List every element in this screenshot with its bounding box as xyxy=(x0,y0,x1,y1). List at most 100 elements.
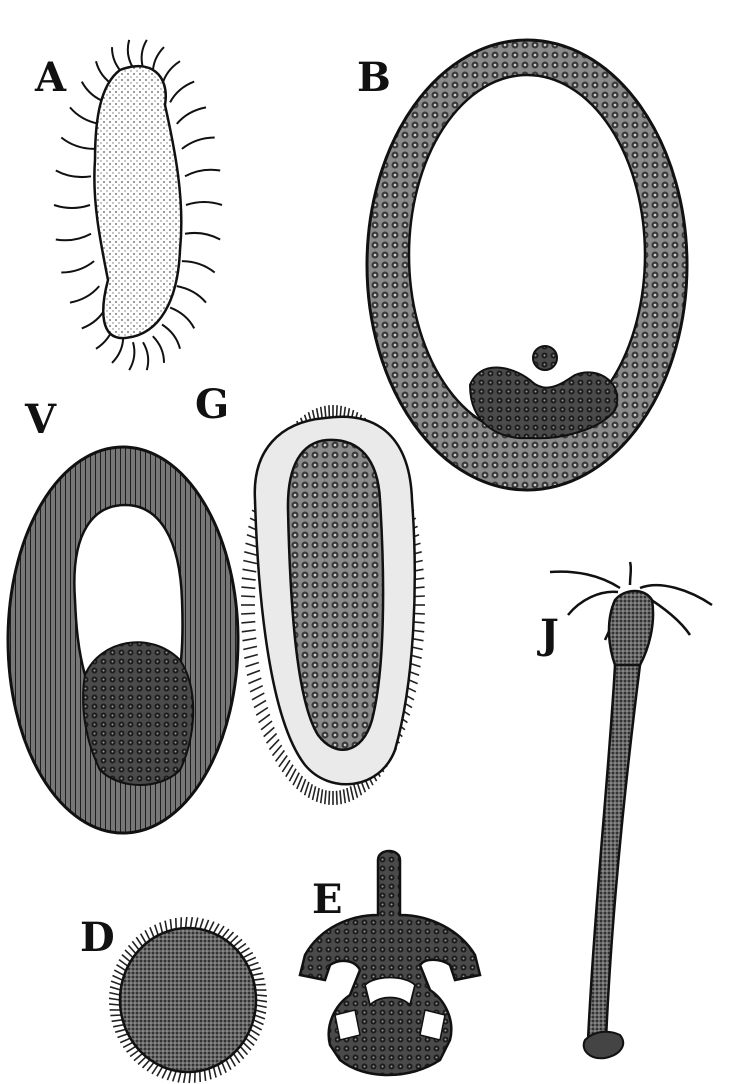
cilium xyxy=(186,202,222,205)
cilium xyxy=(182,138,215,149)
cilium xyxy=(119,960,128,967)
cilium xyxy=(61,261,94,272)
cilium xyxy=(344,789,346,803)
cilium xyxy=(347,788,350,802)
cilium xyxy=(255,1010,266,1013)
cilium xyxy=(155,925,158,936)
cilium xyxy=(170,82,194,103)
cilium xyxy=(244,552,257,556)
cilium xyxy=(162,61,180,85)
cilium xyxy=(237,1050,244,1059)
cilium xyxy=(143,342,148,370)
panel-a-body xyxy=(94,66,181,338)
cilium xyxy=(250,968,261,971)
panel-label-d: D xyxy=(80,918,115,958)
cilium xyxy=(114,970,124,975)
cilium xyxy=(170,308,194,329)
cilium xyxy=(337,791,338,805)
panel-label-j: J xyxy=(540,615,559,655)
panel-v-gastrula xyxy=(8,447,238,833)
cilium xyxy=(237,944,246,951)
cilium xyxy=(241,596,255,597)
cilium xyxy=(313,786,316,800)
cilium xyxy=(141,934,147,944)
cilium xyxy=(110,987,121,990)
cilium xyxy=(129,342,134,370)
cilium xyxy=(256,1000,267,1002)
cilium xyxy=(205,1070,206,1081)
cilium xyxy=(157,1067,163,1077)
cilium xyxy=(230,936,238,944)
cilium xyxy=(109,998,120,1000)
cilium xyxy=(134,1054,143,1061)
cilium xyxy=(252,1025,262,1030)
cilium xyxy=(190,917,192,928)
cilium xyxy=(244,655,257,659)
cilium xyxy=(243,569,257,572)
cilium xyxy=(317,788,320,802)
cilium xyxy=(165,921,167,932)
cilium xyxy=(145,930,150,940)
cilium xyxy=(241,622,255,623)
cilium xyxy=(297,776,303,789)
cilium xyxy=(329,791,330,805)
panel-d-body xyxy=(120,928,256,1072)
cilium xyxy=(218,1065,221,1076)
panel-e-gap-left xyxy=(335,1010,360,1040)
cilium xyxy=(130,1050,139,1057)
cilium xyxy=(250,1029,259,1035)
cilium xyxy=(325,790,326,804)
cilium xyxy=(256,1005,267,1007)
panel-e-gap-right xyxy=(420,1010,445,1040)
cilium xyxy=(254,700,266,707)
cilium xyxy=(184,1072,186,1083)
cilium xyxy=(350,786,353,800)
cilium xyxy=(209,922,214,932)
cilium xyxy=(240,948,249,954)
panel-label-b: B xyxy=(357,58,391,98)
cilium xyxy=(230,1057,236,1067)
cilium xyxy=(214,1067,217,1078)
cilium xyxy=(261,721,272,730)
cilium xyxy=(129,945,136,953)
cilium xyxy=(173,1071,177,1082)
cilium xyxy=(127,1046,136,1052)
cilium xyxy=(269,739,279,749)
cilium xyxy=(189,1072,190,1083)
cilium xyxy=(61,138,94,149)
cilium xyxy=(253,979,264,981)
cilium xyxy=(111,981,121,985)
cilium xyxy=(240,1046,247,1054)
cilium xyxy=(70,107,99,124)
cilium xyxy=(267,734,277,744)
cilium xyxy=(152,1065,158,1074)
cilium xyxy=(162,1069,167,1079)
cilium xyxy=(276,750,285,761)
cilium xyxy=(120,1038,130,1042)
cilium xyxy=(113,976,123,981)
cilium xyxy=(56,171,91,178)
cilium xyxy=(305,782,309,795)
cilium xyxy=(243,646,257,649)
panel-g-larva xyxy=(241,405,425,805)
cilium xyxy=(241,613,255,614)
cilium xyxy=(218,926,224,935)
cilium xyxy=(177,107,206,124)
cilium xyxy=(125,950,133,958)
cilium xyxy=(246,1038,254,1045)
cilium xyxy=(150,927,154,937)
cilium xyxy=(70,286,99,303)
cilium xyxy=(128,40,133,68)
cilium xyxy=(256,708,268,716)
cilium xyxy=(256,995,267,996)
cilium xyxy=(122,955,130,962)
cilium xyxy=(167,1070,171,1080)
cilium xyxy=(195,918,198,929)
cilium xyxy=(242,578,256,580)
cilium xyxy=(248,963,259,967)
cilium xyxy=(289,769,296,781)
cilium xyxy=(226,932,234,940)
cilium xyxy=(247,670,260,675)
cilium xyxy=(186,917,187,928)
